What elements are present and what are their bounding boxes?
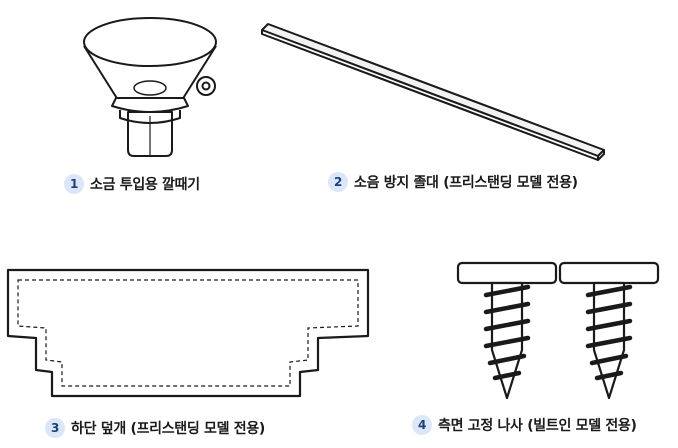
part-label: 소금 투입용 깔때기 — [90, 177, 200, 193]
caption-screws: 4 측면 고정 나사 (빌트인 모델 전용) — [412, 415, 637, 435]
caption-bottom-cover: 3 하단 덮개 (프리스탠딩 모델 전용) — [45, 418, 265, 438]
part-number-badge: 1 — [64, 174, 84, 194]
part-number-badge: 4 — [412, 415, 432, 435]
part-number-badge: 3 — [45, 418, 65, 438]
caption-strip: 2 소음 방지 졸대 (프리스탠딩 모델 전용) — [328, 172, 578, 192]
caption-funnel: 1 소금 투입용 깔때기 — [64, 174, 200, 194]
part-number-badge: 2 — [328, 172, 348, 192]
part-label: 측면 고정 나사 (빌트인 모델 전용) — [438, 418, 637, 434]
part-label: 소음 방지 졸대 (프리스탠딩 모델 전용) — [354, 175, 578, 191]
part-label: 하단 덮개 (프리스탠딩 모델 전용) — [71, 421, 266, 437]
